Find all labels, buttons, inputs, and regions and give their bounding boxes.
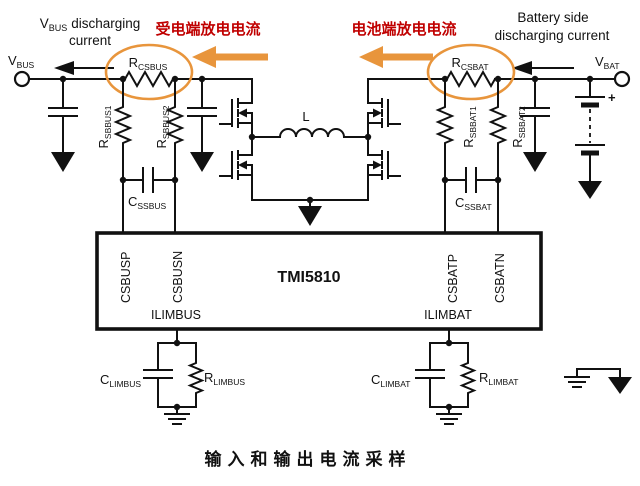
orange-arrow-right-icon: [359, 46, 433, 68]
resistor-rsbbat1: RSBBAT1: [435, 78, 478, 234]
inductor-label: L: [302, 109, 309, 124]
ground-tie-symbol: [564, 368, 632, 394]
earth-ground-icon: [164, 413, 190, 425]
cap-cssbat: CSSBAT: [444, 167, 499, 212]
junction-dots: [59, 75, 594, 411]
climbus-label: CLIMBUS: [100, 372, 141, 389]
bridge-ground: [251, 199, 369, 226]
rcsbus-label: RCSBUS: [129, 55, 168, 72]
highlight-ellipse-rcsbus: [104, 43, 194, 101]
mosfet-bottom-right: [367, 136, 401, 201]
figure-caption: 输入和输出电流采样: [205, 449, 412, 469]
battery-side-line1: Battery side: [517, 10, 588, 25]
resistor-rcsbat: [445, 69, 497, 89]
black-arrow-left-icon: [54, 61, 114, 75]
battery-plus-label: +: [608, 90, 616, 105]
mosfet-top-left: [219, 78, 253, 138]
resistor-rcsbus: [123, 69, 175, 89]
pin-csbatp: CSBATP: [446, 254, 460, 303]
highlight-ellipse-rcsbat: [426, 43, 516, 101]
rsbbat1-label: RSBBAT1: [461, 106, 478, 148]
rlimbat-label: RLIMBAT: [479, 370, 518, 387]
chip-name: TMI5810: [277, 269, 340, 286]
vbus-terminal: [13, 70, 31, 88]
chip-body: [95, 231, 543, 331]
vbat-terminal: [613, 70, 631, 88]
earth-ground-icon: [436, 413, 462, 425]
cap-left-switchnode: [187, 78, 217, 172]
cssbus-label: CSSBUS: [128, 194, 167, 211]
pin-ilimbus: ILIMBUS: [151, 308, 201, 322]
mosfet-bottom-left: [219, 136, 253, 201]
ilimbus-rc-network: CLIMBUS RLIMBUS: [100, 328, 245, 425]
climbat-label: CLIMBAT: [371, 372, 410, 389]
cn-label-left: 受电端放电电流: [155, 20, 260, 38]
pin-csbusp: CSBUSP: [119, 252, 133, 303]
vbat-terminal-label: VBAT: [595, 54, 620, 71]
cap-vbus-input: [48, 78, 78, 172]
resistor-rsbbat2: RSBBAT2: [488, 78, 527, 234]
pin-csbusn: CSBUSN: [171, 251, 185, 303]
rsbbus1-label: RSBBUS1: [96, 105, 113, 148]
pin-csbatn: CSBATN: [493, 253, 507, 303]
inductor-l: L: [251, 109, 369, 138]
resistor-rsbbus2: RSBBUS2: [154, 78, 185, 234]
rlimbus-label: RLIMBUS: [204, 370, 245, 387]
cssbat-label: CSSBAT: [455, 195, 492, 212]
rsbbus2-label: RSBBUS2: [154, 105, 171, 148]
mosfet-top-right: [367, 78, 401, 138]
earth-ground-icon: [564, 376, 590, 388]
cap-right-switchnode: [520, 78, 550, 172]
battery-side-annotation: Battery side discharging current: [495, 10, 610, 43]
vbus-terminal-label: VBUS: [8, 53, 34, 70]
cap-cssbus: CSSBUS: [122, 167, 176, 211]
battery-side-line2: discharging current: [495, 28, 610, 43]
resistor-rsbbus1: RSBBUS1: [96, 78, 133, 234]
rcsbat-label: RCSBAT: [451, 55, 488, 72]
pin-ilimbat: ILIMBAT: [424, 308, 472, 322]
black-arrow-right-icon: [512, 61, 574, 75]
battery-symbol: +: [575, 78, 616, 199]
ilimbat-rc-network: CLIMBAT RLIMBAT: [371, 328, 518, 425]
rsbbat2-label: RSBBAT2: [510, 106, 527, 148]
triangle-ground-icon: [608, 377, 632, 394]
vbus-discharging-line2: current: [69, 33, 111, 48]
cn-label-right: 电池端放电电流: [351, 20, 456, 38]
orange-arrow-left-icon: [192, 46, 268, 68]
